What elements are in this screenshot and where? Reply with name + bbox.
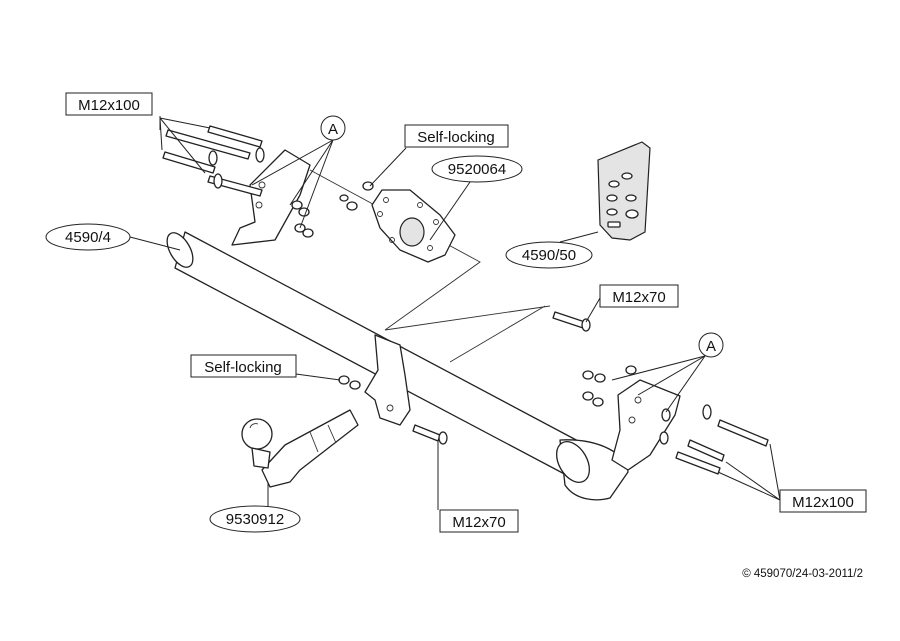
label-4590-4: 4590/4 <box>45 223 131 251</box>
label-self-locking-bottom: Self-locking <box>190 354 297 378</box>
label-self-locking-top: Self-locking <box>404 124 509 148</box>
label-m12x100-top-left: M12x100 <box>65 92 153 116</box>
vehicle-plane-outline <box>309 169 551 363</box>
ref-a-right: A <box>698 332 724 358</box>
left-side-bracket <box>231 149 311 246</box>
svg-text:9520064: 9520064 <box>448 161 506 178</box>
tow-ball-assembly <box>241 409 359 488</box>
leader-lines <box>129 116 781 510</box>
label-m12x70-bottom: M12x70 <box>439 509 519 533</box>
right-side-bracket <box>611 379 681 471</box>
label-4590-50: 4590/50 <box>505 241 593 269</box>
svg-text:4590/4: 4590/4 <box>65 229 111 246</box>
svg-text:4590/50: 4590/50 <box>522 247 576 264</box>
svg-text:A: A <box>706 338 716 355</box>
svg-text:M12x100: M12x100 <box>78 97 140 114</box>
svg-text:9530912: 9530912 <box>226 511 284 528</box>
copyright-text: © 459070/24-03-2011/2 <box>742 568 863 580</box>
svg-text:M12x100: M12x100 <box>792 494 854 511</box>
right-bolts <box>582 365 769 475</box>
m12x70-bolts <box>338 311 591 445</box>
svg-text:M12x70: M12x70 <box>612 289 665 306</box>
label-m12x70-right: M12x70 <box>599 284 679 308</box>
svg-text:Self-locking: Self-locking <box>204 359 282 376</box>
label-9520064: 9520064 <box>431 155 523 183</box>
label-9530912: 9530912 <box>209 505 301 533</box>
svg-text:Self-locking: Self-locking <box>417 129 495 146</box>
svg-text:M12x70: M12x70 <box>452 514 505 531</box>
top-left-bolts <box>162 125 374 238</box>
socket-plate <box>371 189 456 263</box>
ref-a-top: A <box>320 115 346 141</box>
center-mount-bracket <box>364 334 411 426</box>
svg-text:A: A <box>328 121 338 138</box>
label-m12x100-bottom-right: M12x100 <box>779 489 867 513</box>
hardware-kit-bag <box>597 141 651 241</box>
